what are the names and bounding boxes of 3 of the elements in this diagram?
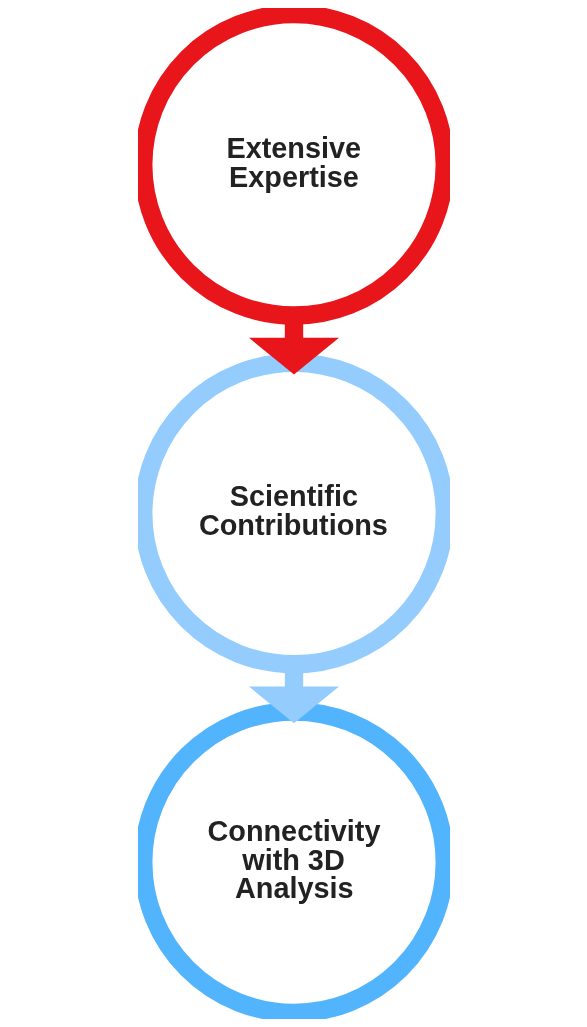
node-circle: Extensive Expertise — [137, 8, 450, 325]
node-circle: Scientific Contributions — [137, 353, 450, 674]
node-circle: Connectivity with 3D Analysis — [137, 702, 450, 1019]
